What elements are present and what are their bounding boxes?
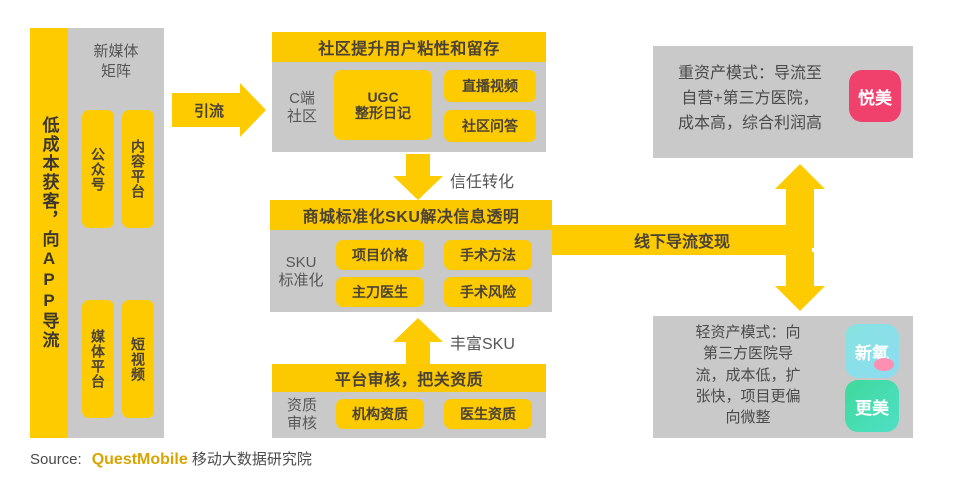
audit-chip-label: 机构资质 — [352, 405, 408, 422]
audit-chip-label: 医生资质 — [460, 405, 516, 422]
offline-monetization-shaft — [552, 225, 812, 255]
sku-chip-surgery-method[interactable]: 手术方法 — [444, 240, 532, 270]
logo-label: 更美 — [855, 398, 889, 418]
community-header: 社区提升用户粘性和留存 — [272, 32, 546, 62]
channel-label: 媒体平台 — [90, 329, 106, 389]
riser-down-shaft — [786, 252, 814, 288]
audit-chip-doctor-qualification[interactable]: 医生资质 — [444, 399, 532, 429]
community-header-label: 社区提升用户粘性和留存 — [318, 41, 500, 58]
drainage-arrow-label: 引流 — [193, 102, 224, 120]
channel-chip-content-platform[interactable]: 内容平台 — [122, 110, 154, 228]
drainage-arrow: 引流 — [172, 83, 266, 137]
sku-chip-lead-surgeon[interactable]: 主刀医生 — [336, 277, 424, 307]
audit-chip-institution-qualification[interactable]: 机构资质 — [336, 399, 424, 429]
low-cost-acquisition-bar — [30, 28, 68, 438]
sku-chip-surgery-risk[interactable]: 手术风险 — [444, 277, 532, 307]
community-chip-live-video[interactable]: 直播视频 — [444, 70, 536, 102]
source-suffix: 移动大数据研究院 — [191, 451, 312, 468]
enrich-sku-arrow — [393, 318, 443, 364]
light-asset-text: 轻资产模式：向 第三方医院导 流，成本低，扩 张快，项目更偏 向微整 — [695, 324, 801, 427]
sku-header: 商城标准化SKU解决信息透明 — [270, 200, 552, 230]
logo-gengmei[interactable]: 更美 — [845, 380, 899, 432]
riser-up-shaft — [786, 188, 814, 248]
audit-header: 平台审核，把关资质 — [272, 364, 546, 392]
trust-conversion-arrow — [393, 154, 443, 200]
sku-chip-label: 手术方法 — [460, 246, 516, 263]
channel-label: 公众号 — [90, 146, 106, 192]
sku-chip-project-price[interactable]: 项目价格 — [336, 240, 424, 270]
community-chip-qa[interactable]: 社区问答 — [444, 110, 536, 142]
sku-chip-label: 手术风险 — [460, 283, 516, 300]
sku-chip-label: 主刀医生 — [352, 283, 408, 300]
sku-chip-label: 项目价格 — [352, 246, 408, 263]
community-side-label: C端 社区 — [286, 90, 317, 125]
channel-label: 短视频 — [130, 336, 146, 382]
community-chip-label: 社区问答 — [462, 117, 518, 134]
community-chip-label: UGC 整形日记 — [355, 88, 411, 121]
sku-side-label: SKU 标准化 — [278, 254, 324, 289]
low-cost-acquisition-label: 低成本获客，向APP导流 — [39, 116, 59, 350]
arrow-head-up-icon — [775, 164, 825, 189]
logo-xinyang[interactable]: 新氧 — [845, 324, 899, 378]
source-footer: Source: QuestMobile 移动大数据研究院 — [30, 448, 312, 469]
offline-monetization-label-wrap: 线下导流变现 — [552, 225, 812, 255]
logo-label: 悦美 — [858, 88, 892, 108]
channel-chip-wechat[interactable]: 公众号 — [82, 110, 114, 228]
arrow-head-icon — [393, 318, 443, 342]
community-chip-label: 直播视频 — [462, 77, 518, 94]
channel-chip-short-video[interactable]: 短视频 — [122, 300, 154, 418]
logo-yuemei[interactable]: 悦美 — [849, 70, 901, 122]
channel-chip-media-platform[interactable]: 媒体平台 — [82, 300, 114, 418]
audit-side-label: 资质 审核 — [286, 397, 317, 432]
audit-header-label: 平台审核，把关资质 — [334, 372, 484, 389]
sku-header-label: 商城标准化SKU解决信息透明 — [302, 209, 520, 226]
heavy-asset-text: 重资产模式：导流至 自营+第三方医院， 成本高，综合利润高 — [677, 65, 822, 132]
trust-conversion-label: 信任转化 — [450, 174, 515, 191]
source-brand: QuestMobile — [91, 451, 188, 468]
channel-label: 内容平台 — [130, 139, 146, 199]
arrow-head-icon — [393, 176, 443, 200]
media-matrix-title: 新媒体 矩阵 — [93, 43, 139, 80]
arrow-head-icon — [240, 83, 266, 137]
offline-monetization-label: 线下导流变现 — [633, 234, 730, 251]
logo-label: 新氧 — [855, 343, 889, 363]
community-chip-ugc-diary[interactable]: UGC 整形日记 — [334, 70, 432, 140]
pink-blob-icon — [874, 358, 894, 371]
arrow-head-down-icon — [775, 286, 825, 311]
enrich-sku-label: 丰富SKU — [450, 336, 515, 353]
source-label: Source: — [30, 451, 82, 468]
